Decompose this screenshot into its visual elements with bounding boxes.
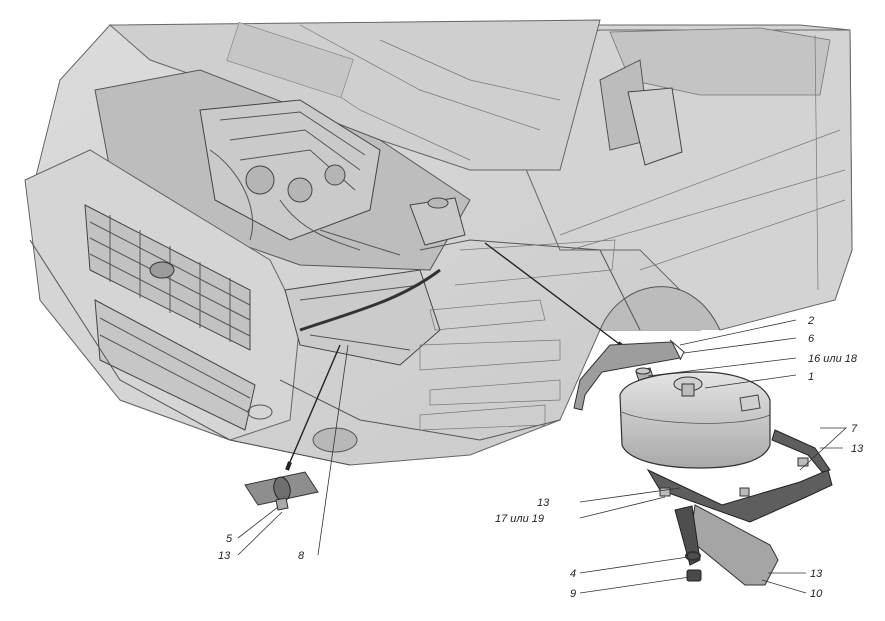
callout-17-or-19: 17 или 19: [495, 513, 544, 525]
wheel-arch: [599, 286, 721, 331]
bracket-strap-2: [573, 339, 685, 411]
callout-16-or-18: 16 или 18: [808, 353, 858, 365]
side-mirror: [599, 59, 683, 166]
hose-clamp-detail: [244, 471, 319, 511]
callout-labels: 2 6 16 или 18 1 7 13 13 17 или 19 4 13 9…: [218, 315, 864, 600]
callout-1: 1: [808, 371, 814, 383]
callout-2: 2: [807, 315, 814, 327]
grommet-9: [686, 569, 702, 582]
callout-5: 5: [226, 533, 233, 545]
callout-13-left: 13: [218, 550, 231, 562]
washer-hose: [299, 268, 441, 332]
fender-liner-projection: [419, 239, 616, 431]
callout-10: 10: [810, 588, 823, 600]
seal-ring-4: [685, 551, 701, 561]
washer-tank-1: [619, 371, 771, 469]
callout-7: 7: [851, 423, 858, 435]
mounting-strap-7: [646, 429, 833, 523]
callout-9: 9: [570, 588, 576, 600]
callout-8: 8: [298, 550, 305, 562]
callout-4: 4: [570, 568, 576, 580]
callout-6: 6: [808, 333, 815, 345]
pump-bracket-10: [674, 504, 779, 586]
leader-lines: [237, 319, 848, 594]
callout-13-right: 13: [851, 443, 864, 455]
front-bumper: [29, 239, 358, 466]
front-grille: [84, 204, 251, 351]
callout-13-bottom: 13: [810, 568, 823, 580]
callout-13-mid: 13: [537, 497, 550, 509]
engine: [199, 99, 401, 256]
explosion-lines: [285, 242, 627, 471]
vehicle-body: [24, 19, 853, 466]
